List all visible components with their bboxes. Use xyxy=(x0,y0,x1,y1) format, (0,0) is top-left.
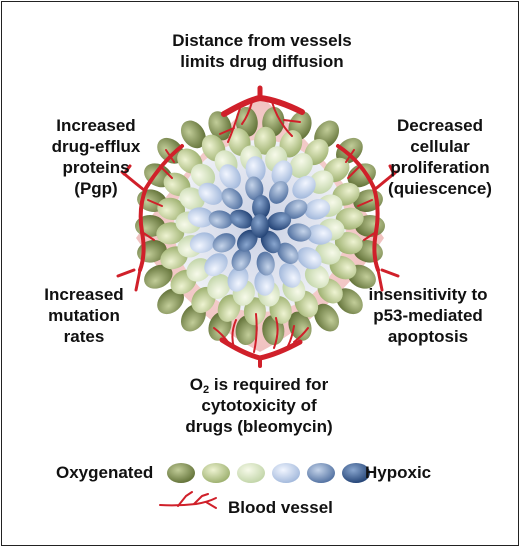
label-oxygen: O2 is required for cytotoxicity of drugs… xyxy=(168,374,350,437)
tumor-cell xyxy=(157,288,184,315)
tumor-cell xyxy=(336,137,363,164)
tumor-cell xyxy=(179,187,205,211)
o2-subscript: 2 xyxy=(203,384,210,396)
tumor-cell xyxy=(268,180,289,204)
tumor-cell xyxy=(198,182,223,205)
tumor-cell xyxy=(231,248,252,272)
tumor-cell xyxy=(208,111,232,141)
tumor-cell xyxy=(212,233,236,253)
tumor-cell xyxy=(245,156,266,183)
label-line: rates xyxy=(63,327,105,346)
blood-vessels xyxy=(116,85,400,368)
tumor-cell xyxy=(254,126,277,155)
tumor-cell xyxy=(190,163,216,188)
tumor-cell xyxy=(189,232,216,253)
label-apoptosis: insensitivity to p53-mediated apoptosis xyxy=(354,284,502,347)
label-line: cytotoxicity of xyxy=(201,396,317,415)
label-line: Increased xyxy=(56,116,136,135)
tumor-cell xyxy=(287,223,312,242)
o2-symbol: O xyxy=(189,375,204,394)
legend-cell xyxy=(202,463,230,483)
tumor-cell xyxy=(217,294,241,322)
tumor-cell xyxy=(277,242,299,264)
label-line: proteins xyxy=(62,158,130,177)
tumor-cell xyxy=(279,130,303,158)
label-line: drug-efflux xyxy=(51,137,141,156)
tumor-cell xyxy=(187,207,214,228)
label-line: p53-mediated xyxy=(373,306,483,325)
label-line: (Pgp) xyxy=(74,179,118,198)
tumor-cell xyxy=(260,230,281,254)
tumor-cell xyxy=(334,231,363,255)
label-text: is required for xyxy=(209,375,329,394)
label-line: Increased xyxy=(44,285,124,304)
tumor-body xyxy=(135,95,385,352)
tumor-cell xyxy=(292,175,316,199)
tumor-cell xyxy=(204,253,228,277)
tumor-cell xyxy=(304,199,331,220)
tumor-cell xyxy=(271,160,293,186)
legend-cell xyxy=(237,463,265,483)
label-line: limits drug diffusion xyxy=(180,52,344,71)
tumor-cell xyxy=(304,264,330,289)
label-line: mutation xyxy=(48,306,120,325)
tumor-cell xyxy=(180,120,206,149)
tumor-cell xyxy=(245,176,264,201)
legend-oxygen-scale xyxy=(167,463,370,483)
tumor-cell xyxy=(219,164,241,189)
tumor-cell xyxy=(279,263,301,288)
tumor-cell xyxy=(157,197,186,221)
label-mutation: Increased mutation rates xyxy=(28,284,140,347)
label-proliferation: Decreased cellular proliferation (quiesc… xyxy=(372,115,508,199)
legend-cell xyxy=(272,463,300,483)
label-line: insensitivity to xyxy=(368,285,488,304)
label-line: (quiescence) xyxy=(388,179,492,198)
tumor-cell xyxy=(227,266,249,292)
tumor-cells xyxy=(135,106,385,346)
legend-cell xyxy=(342,463,370,483)
legend-cell xyxy=(307,463,335,483)
label-efflux: Increased drug-efflux proteins (Pgp) xyxy=(24,115,168,199)
label-line: apoptosis xyxy=(387,327,469,346)
tumor-cell xyxy=(229,209,254,229)
label-line: Distance from vessels xyxy=(172,31,352,50)
tumor-cell xyxy=(207,274,231,299)
tumor-cell xyxy=(144,264,173,289)
legend-oxygenated-label: Oxygenated xyxy=(56,463,154,482)
tumor-cell xyxy=(236,229,258,252)
legend-blood-vessel-label: Blood vessel xyxy=(228,498,333,517)
tumor-cell xyxy=(306,224,333,245)
tumor-cell xyxy=(315,241,341,265)
label-line: drugs (bleomycin) xyxy=(185,417,333,436)
tumor-cell xyxy=(254,269,275,296)
legend-hypoxic-label: Hypoxic xyxy=(365,463,432,482)
tumor-cell xyxy=(297,247,322,270)
tumor-cell xyxy=(314,303,340,332)
label-line: cellular xyxy=(410,137,470,156)
label-line: O2 is required for xyxy=(168,374,350,396)
tumor-cell xyxy=(284,199,308,219)
tumor-cell xyxy=(221,188,243,210)
legend-cell xyxy=(167,463,195,483)
label-distance: Distance from vessels limits drug diffus… xyxy=(159,30,365,72)
tumor-cell xyxy=(243,297,266,326)
tumor-cell xyxy=(288,311,312,341)
tumor-cell xyxy=(251,214,269,238)
tumor-cell xyxy=(267,211,292,231)
legend-blood-vessel-icon xyxy=(159,491,217,509)
tumor-cell xyxy=(208,210,233,229)
tumor-cell xyxy=(252,195,271,219)
label-line: Decreased xyxy=(396,116,483,135)
label-line: proliferation xyxy=(390,158,490,177)
tumor-cell xyxy=(289,153,313,178)
tumor-cell xyxy=(256,251,275,276)
